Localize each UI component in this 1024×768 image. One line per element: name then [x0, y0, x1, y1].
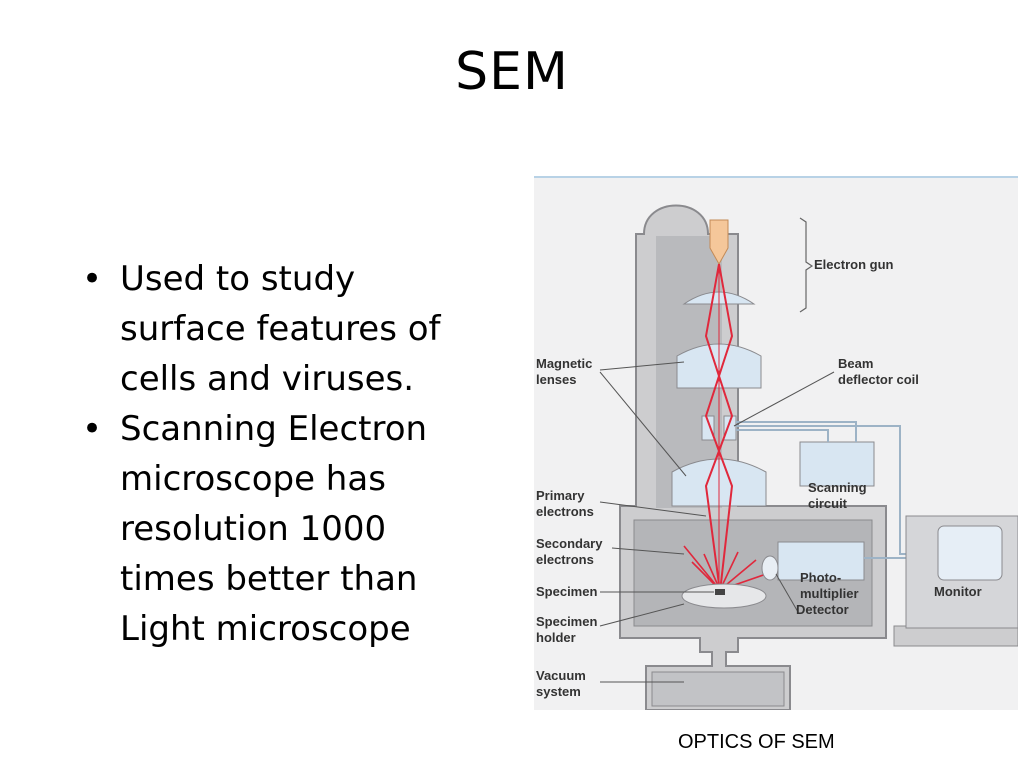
- monitor-screen: [937, 525, 1003, 581]
- bullet-item: Scanning Electron microscope has resolut…: [82, 404, 482, 654]
- electron-beam: [704, 263, 734, 593]
- label-detector: Detector: [796, 602, 849, 617]
- bullet-item: Used to study surface features of cells …: [82, 254, 482, 404]
- slide-title: SEM: [455, 42, 569, 102]
- label-vacuum-system-line1: Vacuum: [536, 668, 586, 683]
- photomultiplier-body: [777, 541, 865, 581]
- specimen: [715, 589, 725, 595]
- sem-optics-diagram: Electron gun Magnetic lenses Beam deflec…: [534, 176, 1018, 710]
- label-beam-deflector-line1: Beam: [838, 356, 873, 371]
- label-electron-gun: Electron gun: [814, 257, 894, 272]
- leader-lines: [599, 361, 835, 683]
- detector-head: [761, 555, 779, 581]
- deflector-coil-right: [723, 415, 737, 441]
- label-secondary-electrons-line2: electrons: [536, 552, 594, 567]
- label-scanning-circuit-line2: circuit: [808, 496, 848, 511]
- label-primary-electrons-line2: electrons: [536, 504, 594, 519]
- label-scanning-circuit-line1: Scanning: [808, 480, 867, 495]
- bullet-text-resolution: Scanning Electron microscope has resolut…: [120, 409, 428, 649]
- label-secondary-electrons-line1: Secondary: [536, 536, 603, 551]
- label-specimen-holder-line1: Specimen: [536, 614, 597, 629]
- specimen-holder: [681, 583, 767, 609]
- label-photomultiplier-line1: Photo-: [800, 570, 841, 585]
- label-specimen: Specimen: [536, 584, 597, 599]
- label-monitor: Monitor: [934, 584, 982, 599]
- label-magnetic-lenses-line2: lenses: [536, 372, 576, 387]
- electron-gun-bracket: [799, 217, 814, 313]
- label-primary-electrons-line1: Primary: [536, 488, 585, 503]
- scanning-circuit-box: [799, 441, 875, 487]
- bullet-list: Used to study surface features of cells …: [82, 254, 482, 654]
- bullet-text-surface: Used to study surface features of cells …: [120, 259, 441, 399]
- deflector-coil-left: [701, 415, 715, 441]
- label-vacuum-system-line2: system: [536, 684, 581, 699]
- scanning-circuit-wires: [736, 421, 857, 442]
- figure-caption: OPTICS OF SEM: [678, 731, 835, 753]
- label-specimen-holder-line2: holder: [536, 630, 576, 645]
- label-beam-deflector-line2: deflector coil: [838, 372, 919, 387]
- label-magnetic-lenses-line1: Magnetic: [536, 356, 592, 371]
- monitor-stand: [893, 625, 1018, 647]
- electron-gun-tip: [709, 219, 729, 266]
- label-photomultiplier-line2: multiplier: [800, 586, 859, 601]
- vacuum-system: [651, 671, 785, 707]
